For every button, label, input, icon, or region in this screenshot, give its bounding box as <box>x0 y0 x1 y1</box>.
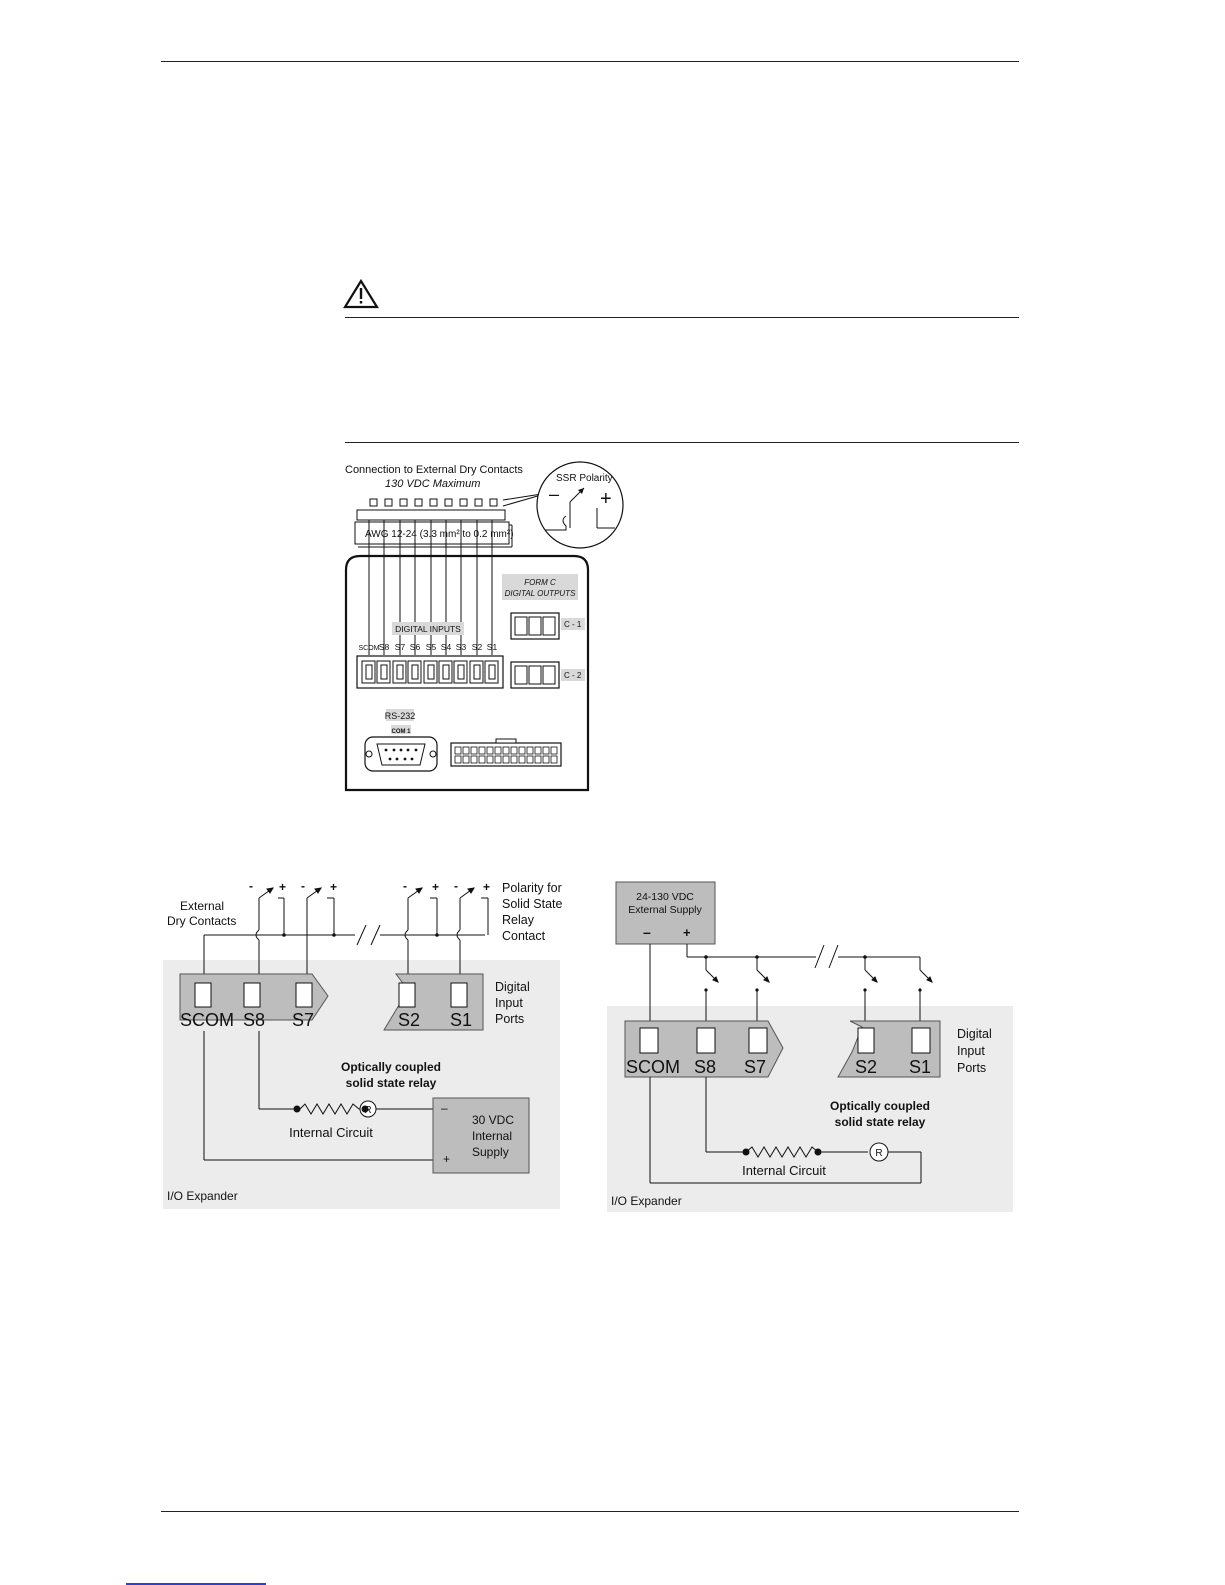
internal-supply-diagram: External Dry Contacts Polarity for Solid… <box>163 879 563 1209</box>
terminal-label-s6: S6 <box>410 642 421 652</box>
ssr-plus: + <box>600 488 612 510</box>
left-port-labels: SCOM S8 S7 S2 S1 <box>180 1010 472 1030</box>
internal-supply-label-2: Internal <box>472 1129 512 1143</box>
left-port-scom: SCOM <box>180 1010 234 1030</box>
header-rule <box>161 61 1019 62</box>
relay-output-c2: C - 2 <box>510 661 585 689</box>
left-switch3-plus: + <box>432 880 439 894</box>
right-port-s8: S8 <box>694 1057 716 1077</box>
left-port-s8: S8 <box>243 1010 265 1030</box>
right-optically-coupled-1: Optically coupled <box>830 1099 930 1113</box>
left-switch4-minus: - <box>454 879 458 893</box>
left-polarity-note-1: Polarity for <box>502 881 562 895</box>
ssr-minus: – <box>549 484 559 504</box>
terminal-label-s3: S3 <box>456 642 467 652</box>
left-port-s7: S7 <box>292 1010 314 1030</box>
right-digital-input-ports-2: Input <box>957 1044 985 1058</box>
external-supply-label-2: External Supply <box>628 904 702 916</box>
right-digital-input-ports-3: Ports <box>957 1061 986 1075</box>
left-switch1-plus: + <box>279 880 286 894</box>
ssr-polarity-callout: SSR Polarity – + <box>536 461 624 549</box>
left-switch2-minus: - <box>301 879 305 893</box>
internal-supply-box <box>432 1097 530 1174</box>
left-switch-wiring <box>203 887 489 975</box>
left-port-terminals <box>194 982 468 1008</box>
expansion-connector <box>450 738 562 767</box>
left-port-s1: S1 <box>450 1010 472 1030</box>
terminal-label-s5: S5 <box>426 642 437 652</box>
terminal-label-s7: S7 <box>395 642 406 652</box>
left-switch4-plus: + <box>483 880 490 894</box>
left-digital-input-ports-2: Input <box>495 996 523 1010</box>
right-port-scom: SCOM <box>626 1057 680 1077</box>
left-external-dry-contacts-1: External <box>180 899 224 913</box>
right-port-s2: S2 <box>855 1057 877 1077</box>
caution-top-rule <box>345 317 1019 318</box>
c1-label: C - 1 <box>564 620 582 629</box>
footer-rule <box>161 1511 1019 1512</box>
rs232-label: RS-232 <box>385 711 416 721</box>
internal-supply-label-1: 30 VDC <box>472 1113 514 1127</box>
left-external-dry-contacts-2: Dry Contacts <box>167 914 236 928</box>
c2-label: C - 2 <box>564 671 582 680</box>
top-diagram-title: Connection to External Dry Contacts <box>345 464 523 476</box>
left-switch2-plus: + <box>330 880 337 894</box>
digital-inputs-label: DIGITAL INPUTS <box>395 624 461 634</box>
terminal-label-s2: S2 <box>472 642 483 652</box>
left-resistor-symbol: R <box>364 1105 371 1116</box>
form-c-line2: DIGITAL OUTPUTS <box>505 589 576 598</box>
left-optically-coupled-1: Optically coupled <box>341 1060 441 1074</box>
external-supply-diagram: 24-130 VDC External Supply – + <box>607 881 1013 1212</box>
digital-input-terminal-block <box>356 655 504 689</box>
right-port-s1: S1 <box>909 1057 931 1077</box>
left-polarity-note-2: Solid State <box>502 897 563 911</box>
right-io-expander-label: I/O Expander <box>611 1194 682 1208</box>
awg-label: AWG 12-24 (3.3 mm² to 0.2 mm²) <box>365 529 514 540</box>
left-switch1-minus: - <box>249 879 253 893</box>
right-switch-wiring <box>649 944 933 1026</box>
internal-supply-minus: – <box>441 1101 448 1115</box>
left-switch-signs: - + - + - + - + <box>249 879 490 894</box>
left-polarity-note-4: Contact <box>502 929 546 943</box>
left-internal-circuit-label: Internal Circuit <box>289 1125 373 1140</box>
left-digital-input-ports-1: Digital <box>495 980 530 994</box>
terminal-label-s1: S1 <box>487 642 498 652</box>
page-edge-mark <box>126 1583 266 1585</box>
right-internal-circuit-label: Internal Circuit <box>742 1163 826 1178</box>
com1-label: COM 1 <box>391 729 411 735</box>
external-supply-plus: + <box>683 925 691 940</box>
connector-plug <box>356 498 506 521</box>
right-resistor-symbol: R <box>875 1148 882 1159</box>
right-optically-coupled-2: solid state relay <box>835 1115 926 1129</box>
left-io-expander-label: I/O Expander <box>167 1189 238 1203</box>
right-port-labels: SCOM S8 S7 S2 S1 <box>626 1057 931 1077</box>
right-internal-circuit <box>649 1077 922 1184</box>
terminal-label-s4: S4 <box>441 642 452 652</box>
external-supply-label-1: 24-130 VDC <box>636 891 694 903</box>
warning-icon <box>343 278 379 309</box>
left-switch3-minus: - <box>403 879 407 893</box>
external-supply-minus: – <box>643 924 651 940</box>
terminal-labels: SCOM S8 S7 S6 S5 S4 S3 S2 S1 <box>359 642 498 652</box>
terminal-label-scom: SCOM <box>359 645 380 652</box>
right-port-terminals <box>639 1027 931 1054</box>
relay-output-c1: C - 1 <box>510 612 585 640</box>
left-port-s2: S2 <box>398 1010 420 1030</box>
left-optically-coupled-2: solid state relay <box>346 1076 437 1090</box>
internal-supply-plus: + <box>443 1152 450 1166</box>
form-c-line1: FORM C <box>524 578 556 587</box>
right-port-s7: S7 <box>744 1057 766 1077</box>
right-digital-input-ports-1: Digital <box>957 1027 992 1041</box>
left-digital-input-ports-3: Ports <box>495 1012 524 1026</box>
external-supply-box <box>615 881 716 945</box>
db9-serial-port <box>364 736 438 772</box>
ssr-polarity-label: SSR Polarity <box>556 473 613 484</box>
top-wiring-diagram: Connection to External Dry Contacts 130 … <box>344 461 624 792</box>
left-polarity-note-3: Relay <box>502 913 535 927</box>
caution-bottom-rule <box>345 442 1019 443</box>
terminal-label-s8: S8 <box>379 642 390 652</box>
top-diagram-subtitle: 130 VDC Maximum <box>385 478 480 490</box>
internal-supply-label-3: Supply <box>472 1145 509 1159</box>
